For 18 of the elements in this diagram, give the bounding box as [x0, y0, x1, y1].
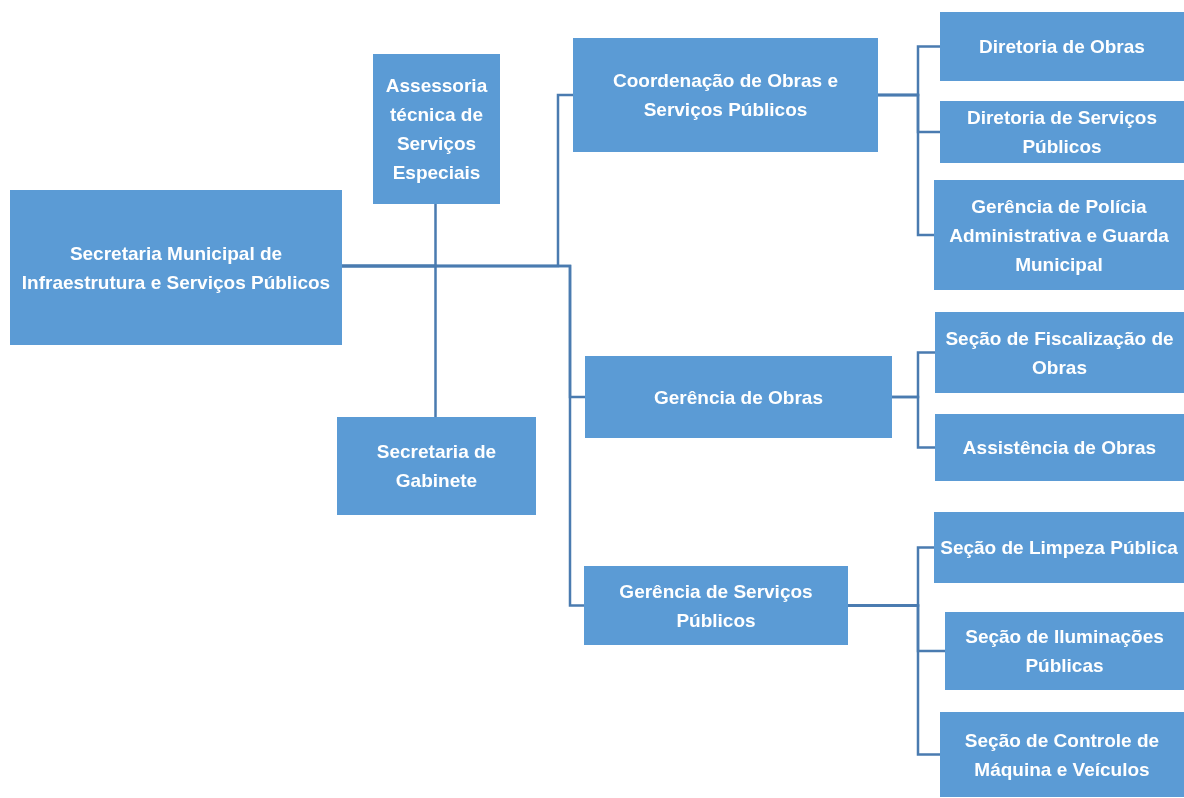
org-box: Secretaria de Gabinete	[337, 417, 536, 515]
org-box: Seção de Fiscalização de Obras	[935, 312, 1184, 393]
org-box: Gerência de Polícia Administrativa e Guarda Municipal	[934, 180, 1184, 290]
org-box: Diretoria de Serviços Públicos	[940, 101, 1184, 163]
org-box: Gerência de Obras	[585, 356, 892, 438]
org-box: Seção de Controle de Máquina e Veículos	[940, 712, 1184, 797]
connector-line	[892, 395, 935, 449]
org-box: Coordenação de Obras e Serviços Públicos	[573, 38, 878, 152]
connector-line	[342, 264, 584, 607]
connector-line	[848, 604, 940, 756]
org-box: Assessoria técnica de Serviços Especiais	[373, 54, 500, 204]
org-box: Assistência de Obras	[935, 414, 1184, 481]
org-box: Seção de Iluminações Públicas	[945, 612, 1184, 690]
org-box: Diretoria de Obras	[940, 12, 1184, 81]
org-box: Seção de Limpeza Pública	[934, 512, 1184, 583]
org-box: Secretaria Municipal de Infraestrutura e Serviços Públicos	[10, 190, 342, 345]
connector-line	[878, 93, 934, 237]
org-box: Gerência de Serviços Públicos	[584, 566, 848, 645]
